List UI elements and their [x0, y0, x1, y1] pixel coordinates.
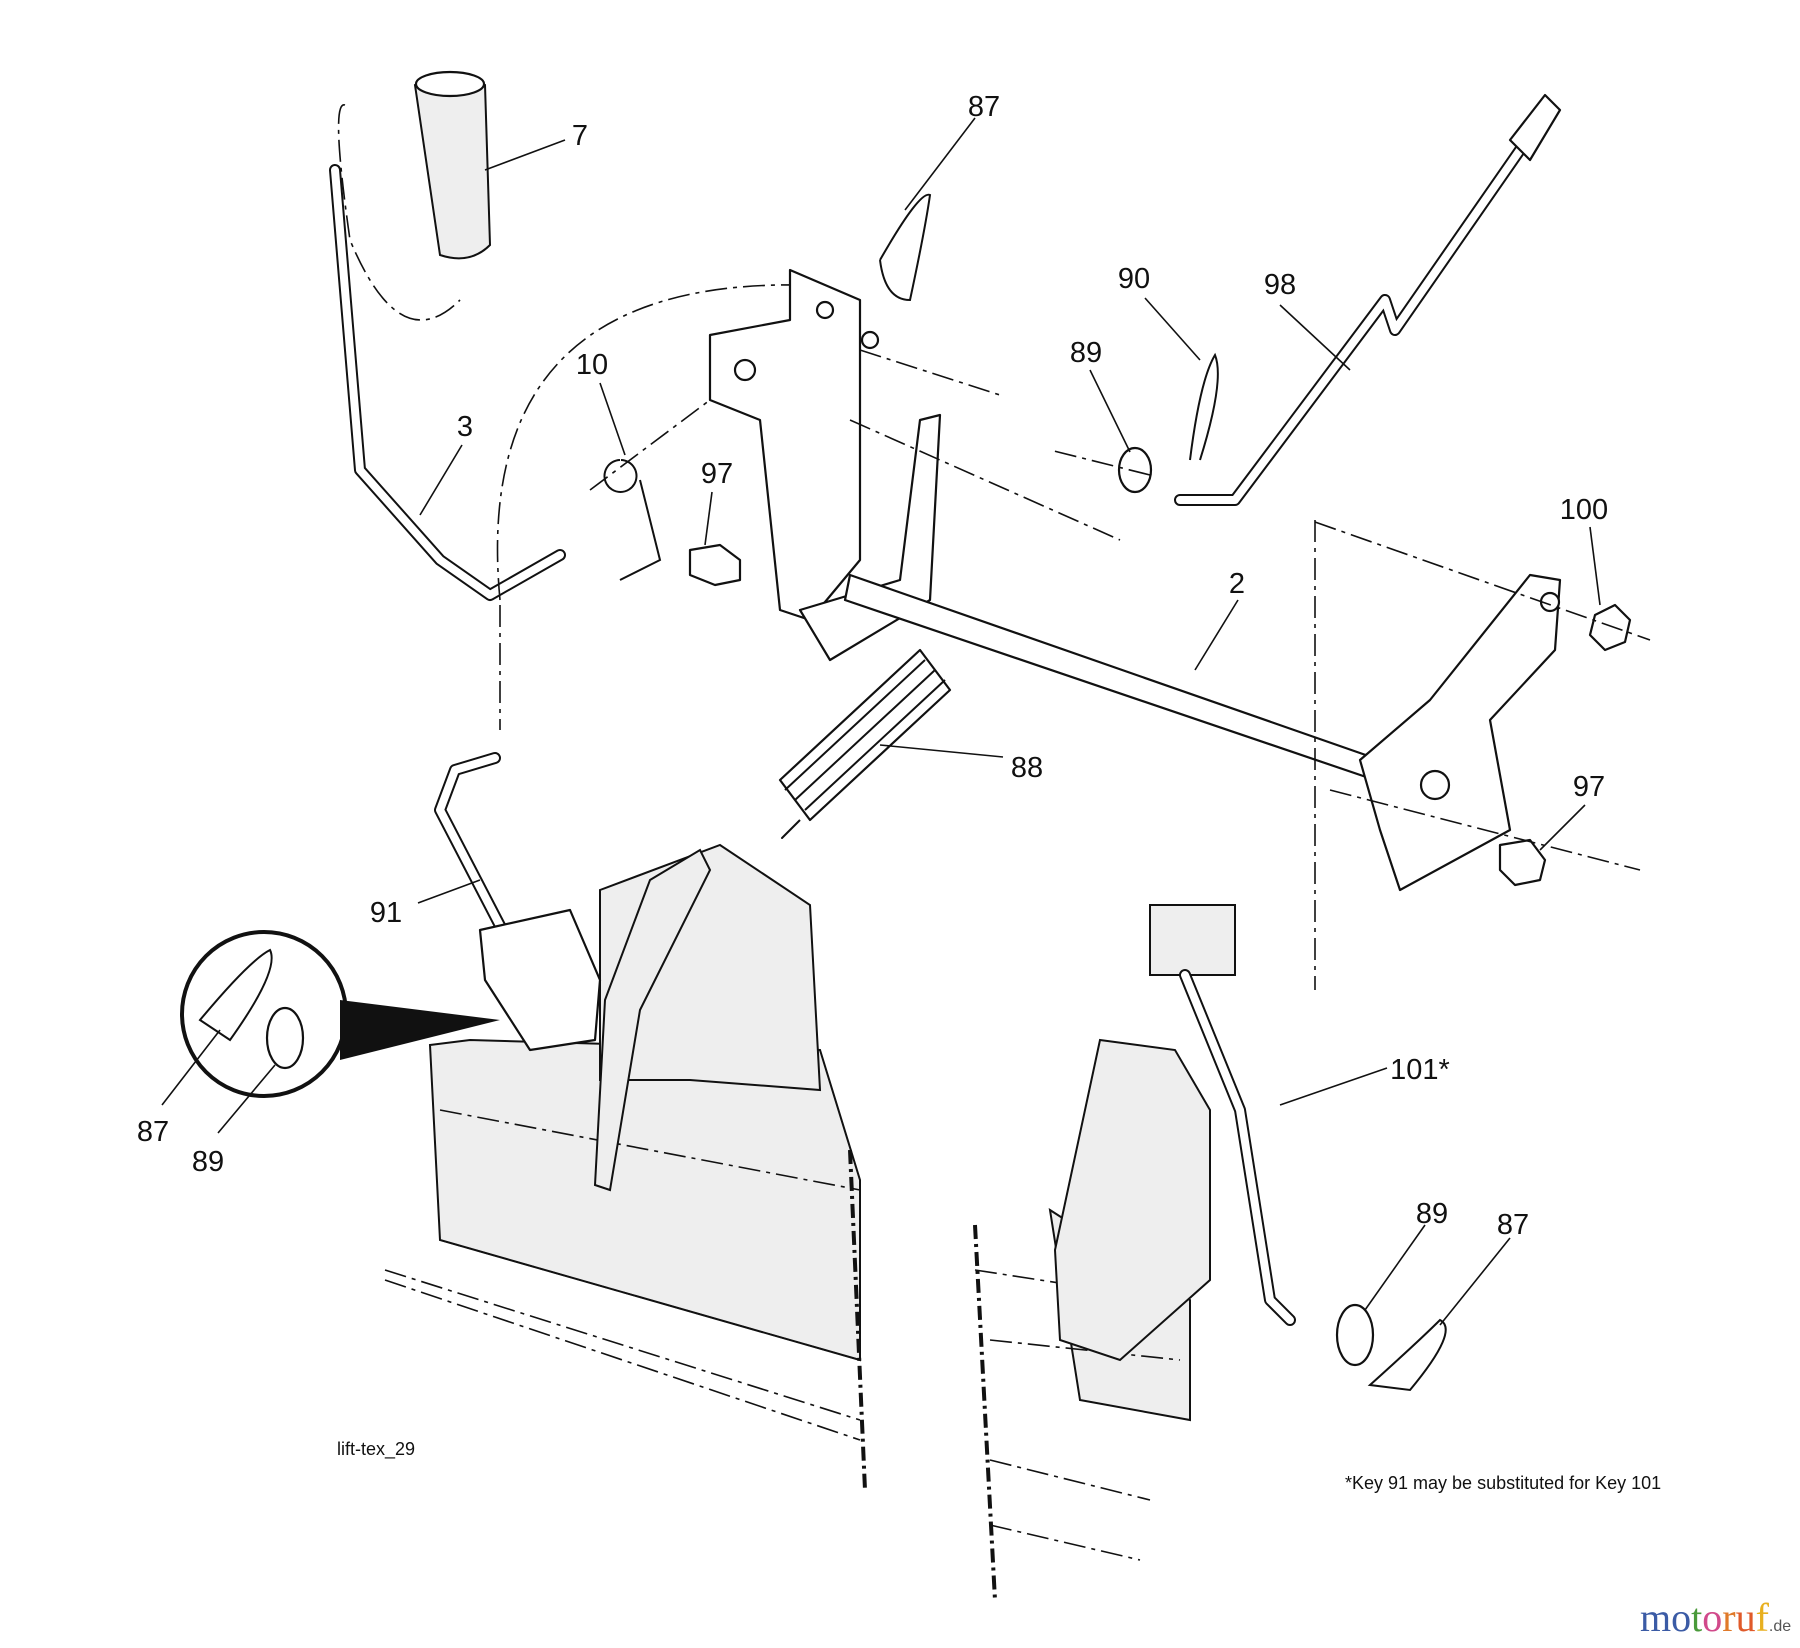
logo-letter: o: [1671, 1595, 1692, 1640]
key-label: 89: [192, 1146, 224, 1178]
logo-letter: u: [1735, 1595, 1756, 1640]
logo-letter: r: [1722, 1595, 1736, 1640]
washer-89-right: [1335, 1303, 1375, 1367]
key-label: 87: [1497, 1209, 1529, 1241]
logo-letter: t: [1691, 1595, 1703, 1640]
key-label: 3: [457, 411, 473, 443]
deck-hanger-left: [593, 848, 712, 1192]
logo-letter: o: [1702, 1595, 1723, 1640]
footnote: *Key 91 may be substituted for Key 101: [1345, 1473, 1661, 1493]
bolt-97-left: [688, 543, 742, 587]
key-label: 100: [1560, 494, 1608, 526]
spring-88: [778, 648, 952, 839]
logo-letter: m: [1640, 1595, 1672, 1640]
logo-letter: f: [1755, 1595, 1769, 1640]
key-label: 90: [1118, 263, 1150, 295]
key-label: 10: [576, 349, 608, 381]
logo-suffix: .de: [1768, 1618, 1792, 1635]
key-label: 91: [370, 897, 402, 929]
hairpin-87-top: [879, 193, 932, 302]
trunnion-block: [1149, 904, 1236, 976]
washer-89-top: [1117, 446, 1153, 494]
lift-bracket: [708, 268, 862, 622]
key-label: 89: [1416, 1198, 1448, 1230]
key-label: 97: [1573, 771, 1605, 803]
mower-deck-left: [384, 1038, 867, 1491]
key-label: 87: [137, 1116, 169, 1148]
key-label: 97: [701, 458, 733, 490]
leader-lines: [161, 117, 1601, 1326]
spring-10: [603, 459, 662, 581]
hairpin-87-right: [1367, 1318, 1447, 1392]
key-label: 101*: [1390, 1054, 1450, 1086]
detail-callout: [180, 930, 500, 1098]
hex-nut: [1588, 603, 1632, 652]
watermark-logo: motoruf.de: [1640, 1598, 1791, 1647]
bolt-97-right: [1498, 838, 1547, 887]
drawing-id: lift-tex_29: [337, 1439, 415, 1460]
hairpin-90: [1189, 352, 1219, 461]
handle-grip: [413, 74, 492, 260]
deck-bracket-right: [1053, 1038, 1211, 1362]
key-label: 88: [1011, 752, 1043, 784]
key-label: 7: [572, 120, 588, 152]
key-label: 2: [1229, 568, 1245, 600]
adjustment-rod: [1174, 144, 1526, 506]
key-label: 87: [968, 91, 1000, 123]
grip-end: [414, 70, 486, 98]
key-label: 98: [1264, 269, 1296, 301]
key-label: 89: [1070, 337, 1102, 369]
